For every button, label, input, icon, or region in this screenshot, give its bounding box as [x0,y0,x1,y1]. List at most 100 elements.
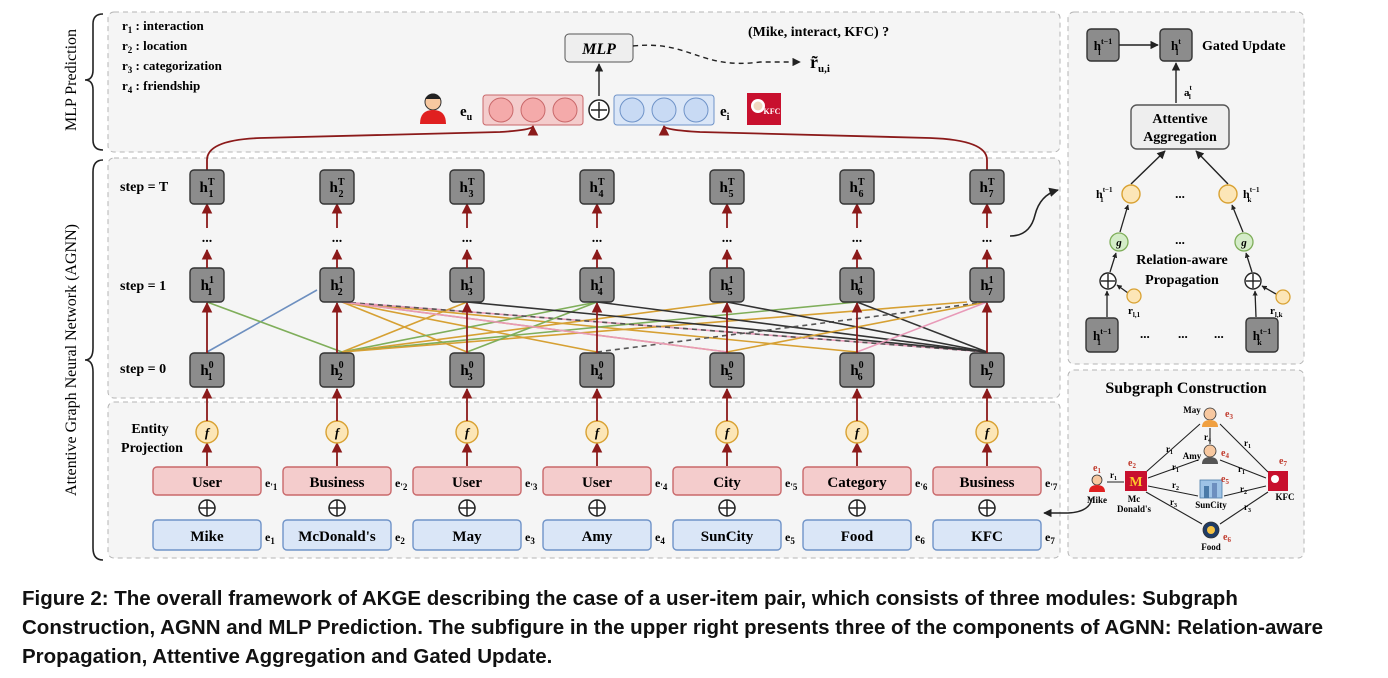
mlp-panel [107,11,1061,153]
col-1-entity-label: Mike [190,529,224,545]
attentive-label-2: Aggregation [1143,130,1217,145]
relation-r4: r4 : friendship [122,78,200,95]
amy-avatar-body [1202,457,1218,464]
agnn-label: Attentive Graph Neural Network (AGNN) [63,224,80,496]
item-embedding-arrow [658,124,988,172]
sg-edge-mcd-food [1145,491,1203,525]
figure-caption: Figure 2: The overall framework of AKGE … [22,587,1324,668]
col-2-entity-box [282,519,392,551]
step-t-label: step = T [120,180,169,195]
sg-e4-label: e4 [1221,448,1229,460]
sg-mcd-label-2: Donald's [1117,504,1152,514]
mcdonalds-logo-icon [1125,471,1147,491]
col-7-type-label: Business [959,475,1014,491]
agnn-detail-arrow [1009,187,1059,237]
gate-g-1 [1109,232,1129,252]
relation-r1: r1 : interaction [122,18,205,35]
subgraph-edges [1107,423,1269,525]
user-embedding-cell [552,97,578,123]
sg-edge-food-kfc [1219,491,1269,525]
col-5-type-label: City [713,475,741,491]
r-lk-label: rl,k [1270,305,1283,319]
sg-edge-amy-kfc [1219,459,1267,479]
sg-r2-label-2: r2 [1240,484,1247,496]
sg-food-label: Food [1201,542,1221,552]
step-1-label: step = 1 [120,279,166,294]
item-embedding-cell [619,97,645,123]
subgraph-title: Subgraph Construction [1105,380,1266,397]
col-4-type-label: User [582,475,612,491]
item-embedding-cell [651,97,677,123]
col-2-entity-label: McDonald's [298,529,376,545]
col-7-entity-label: KFC [971,529,1003,545]
gated-update-label: Gated Update [1202,39,1286,54]
e-u-label: eu [460,104,473,123]
hhat-k-to-agg [1195,150,1229,185]
attentive-label-1: Attentive [1152,112,1207,127]
col-6-entity-label: Food [841,529,874,545]
rk-to-plusk [1261,285,1277,295]
col-1-f-label: f [205,425,211,440]
col-3-entity-box [412,519,522,551]
sg-e7-label: e7 [1279,456,1287,468]
sg-r1-label-5: r1 [1238,464,1245,476]
edge-4-7 [596,301,988,353]
col-2-f-label: f [335,425,341,440]
edge-1-2 [206,289,318,353]
r-l1-label: rl,1 [1128,305,1141,319]
col-5-e-prime-label: e'5 [785,476,798,492]
col-1-dots: ... [202,231,213,246]
attentive-aggregation-box [1130,104,1230,150]
col-5-f-label: f [725,425,731,440]
col-4-entity-box [542,519,652,551]
col-1-e-label: e1 [265,530,275,546]
may-avatar-body [1202,420,1218,427]
hk-to-plusk [1252,290,1258,318]
col-7-f-label: f [985,425,991,440]
mlp-box [564,33,634,63]
edge-5-2 [341,301,728,353]
plus1-to-g1 [1109,252,1118,273]
sg-mcd-label-1: Mc [1128,494,1141,504]
sg-edge-mcd-may [1145,423,1201,473]
sg-node-mcdonalds: M e2 Mc Donald's [1117,458,1152,514]
prediction-label: r̃u,i [810,52,830,75]
col-7-e-prime-label: e'7 [1045,476,1058,492]
r-lk-node [1275,289,1291,305]
col-7-type-box [932,466,1042,496]
bottom-dots-1: ... [1140,326,1150,341]
g-dots: ... [1175,232,1185,247]
sg-r4-label: r4 [1204,432,1211,444]
col-3-hT-node [449,169,485,205]
col-2-type-label: Business [309,475,364,491]
entity-projection-label-1: Entity [131,422,168,437]
city-icon-tower [1204,486,1209,498]
edge-2-3b [341,301,468,353]
sg-e5-label: e5 [1221,474,1229,486]
col-1-e-prime-label: e'1 [265,476,278,492]
kfc-logo-text: KFC [764,107,781,116]
user-embedding-cell [488,97,514,123]
g1-to-hhat1 [1119,204,1130,233]
sg-edge-mcd-amy [1147,459,1199,479]
sg-e1-label: e1 [1093,463,1101,475]
sg-may-label: May [1183,405,1201,415]
col-1-type-box [152,466,262,496]
sg-r2-label: r2 [1172,480,1179,492]
